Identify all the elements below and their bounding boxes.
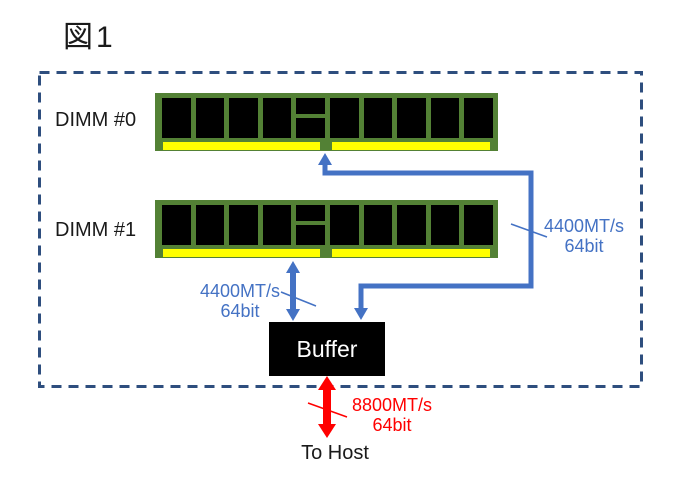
to-host-label: To Host [301,442,369,464]
dimm-chip-half [296,118,325,138]
host-link-width: 64bit [372,415,412,435]
dimm-chip [397,205,426,245]
dimm-chip [430,98,460,138]
dimm-chip [262,98,292,138]
dimm-contact-strip [163,249,490,257]
dimm-chip [162,98,191,138]
dimm0-module [155,93,498,151]
arrowhead-up-dimm0-icon [318,153,332,165]
dimm-chip [464,205,493,245]
dimm0-link-width: 64bit [564,236,604,256]
dimm-chip [363,98,393,138]
dimm-chip [229,205,258,245]
dimm-chip-row [162,205,493,245]
arrowhead-down-host-icon [318,424,336,438]
dimm0-label: DIMM #0 [55,109,137,131]
host-link-rate: 8800MT/s [351,395,433,415]
dimm-chip-split [296,205,325,245]
dimm-chip [430,205,460,245]
dimm-chip-split [296,98,325,138]
arrowhead-up-host-icon [318,376,336,390]
dimm-chip-row [162,98,493,138]
arrowhead-up-dimm1-icon [286,261,300,273]
dimm-chip [229,98,258,138]
dimm-chip [397,98,426,138]
dimm-contact-strip [163,142,490,150]
dimm-chip [162,205,191,245]
dimm-chip-half [296,225,325,245]
dimm1-link-label: 4400MT/s 64bit [200,281,280,321]
dimm-chip [195,205,225,245]
buffer-label: Buffer [296,335,358,362]
host-link-label: 8800MT/s 64bit [352,395,432,435]
dimm-key-notch [320,249,332,257]
dimm-chip-half [296,98,325,114]
dimm1-link-rate: 4400MT/s [199,281,281,301]
buffer-box: Buffer [269,322,385,376]
dimm-chip [464,98,493,138]
dimm0-link-rate: 4400MT/s [543,216,625,236]
dimm1-link-width: 64bit [220,301,260,321]
arrowhead-down-buffer2-icon [286,309,300,321]
leader-line-host-label [307,402,348,418]
figure-title: 図1 [63,21,116,54]
dimm0-link-label: 4400MT/s 64bit [544,216,624,256]
dimm-chip [262,205,292,245]
dimm-chip [329,98,359,138]
dimm-chip [195,98,225,138]
arrowhead-down-buffer-icon [354,308,368,320]
dimm1-label: DIMM #1 [55,219,137,241]
dimm-chip [329,205,359,245]
leader-line-dimm1-label [280,291,317,307]
dimm-chip [363,205,393,245]
dimm1-module [155,200,498,258]
leader-line-dimm0-label [510,223,548,238]
dimm-chip-half [296,205,325,221]
dimm-key-notch [320,142,332,150]
